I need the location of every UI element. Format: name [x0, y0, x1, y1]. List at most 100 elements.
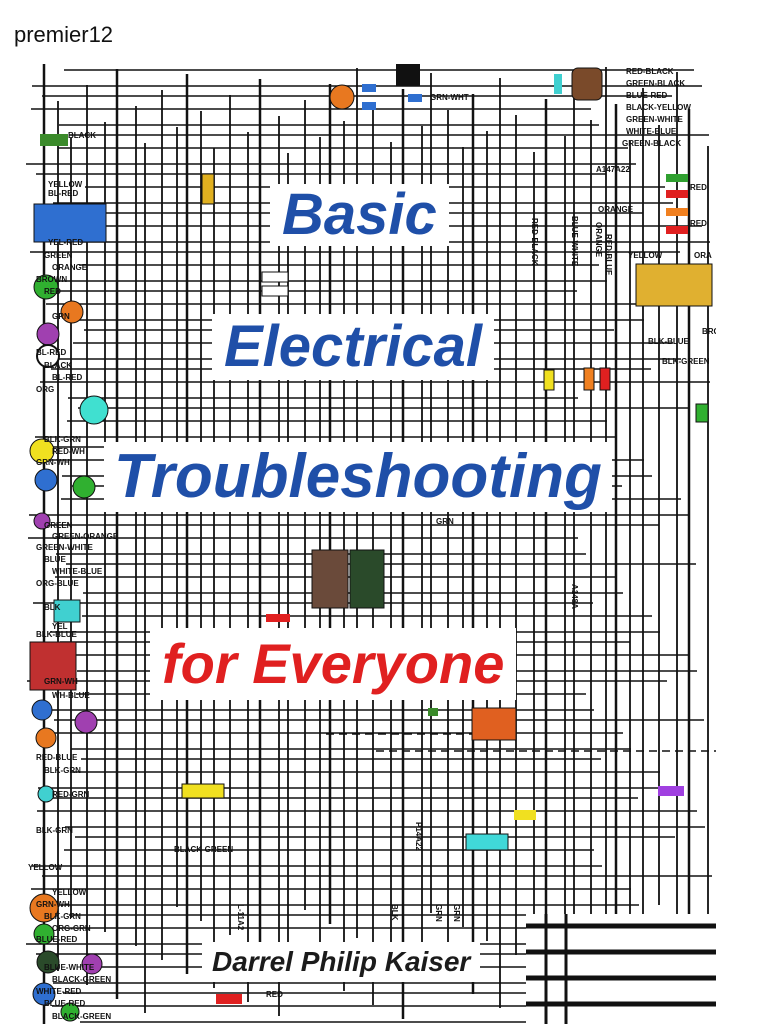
wire-label: BROWN: [36, 275, 67, 284]
connector: [33, 203, 107, 243]
wire-label: ORANGE: [594, 222, 603, 258]
connector: [33, 274, 59, 300]
connector: [36, 950, 60, 974]
wire-label: YELLOW: [52, 888, 87, 897]
wire-label: BL-RED: [52, 373, 82, 382]
connector: [635, 263, 713, 307]
wire-label: RED-WH: [52, 447, 85, 456]
wire-label: GREEN-BLACK: [622, 139, 681, 148]
wire-label: GREEN-BLACK: [626, 79, 685, 88]
title-line-basic: Basic: [270, 184, 449, 246]
connector: [396, 64, 420, 86]
connector: [261, 271, 289, 283]
wire-label: GRN: [452, 904, 461, 922]
wire-label: GRN: [434, 904, 443, 922]
connector: [571, 67, 603, 101]
wire-label: BLUE-RED: [626, 91, 668, 100]
title-line-for-everyone: for Everyone: [150, 628, 517, 700]
connector: [33, 923, 55, 945]
connector: [53, 599, 81, 623]
connector: [35, 727, 57, 749]
wire-label: GRN-WH: [44, 677, 78, 686]
wire-label: GRN-WH: [36, 458, 70, 467]
wire-label: BLK-GRN: [44, 912, 81, 921]
connector: [695, 403, 709, 423]
connector: [29, 893, 59, 923]
connector: [471, 707, 517, 741]
wire-label: L-11A2: [236, 904, 245, 931]
wire-label: BLK-GREEN: [662, 357, 710, 366]
wire-label: RED: [690, 219, 707, 228]
wire-label: BLK-GRN: [36, 826, 73, 835]
wire-label: YEL: [52, 622, 68, 631]
connector: [33, 512, 51, 530]
connector: [60, 1002, 80, 1022]
wire-label: BLACK-GREEN: [52, 975, 111, 984]
wire-label: BLACK-GREEN: [52, 1012, 111, 1021]
wire-label: BL-RED: [36, 348, 66, 357]
wire-label: BLACK: [44, 361, 72, 370]
connector: [37, 785, 55, 803]
wire-label: WHITE-RED: [36, 987, 82, 996]
wire-label: ORG-GRN: [52, 924, 91, 933]
wire-label: BLACK-YELLOW: [626, 103, 691, 112]
connector: [311, 549, 349, 609]
wire-label: GRN-WH: [36, 900, 70, 909]
wire-label: GREEN-WHITE: [626, 115, 684, 124]
wire-label: A147A22: [596, 165, 630, 174]
connector: [29, 641, 77, 691]
wire-label: GRN: [52, 312, 70, 321]
connector: [583, 367, 595, 391]
connector: [526, 914, 716, 1024]
wire-label: BLUE-RED: [44, 999, 86, 1008]
connector: [261, 285, 289, 297]
connector: [408, 94, 422, 102]
connector: [32, 982, 56, 1006]
wire-label: RED-BLUE: [604, 234, 613, 276]
wire-label: GREEN: [44, 521, 73, 530]
connector: [362, 102, 376, 110]
connector: [60, 300, 84, 324]
title-line-electrical: Electrical: [212, 314, 494, 380]
wire-label: BLACK-GREEN: [174, 845, 233, 854]
connector: [666, 174, 688, 182]
connector: [201, 173, 215, 205]
wire-label: BL-RED: [48, 189, 78, 198]
wire-label: WHITE-BLUE: [626, 127, 677, 136]
wire-label: BLUE-RED: [36, 935, 78, 944]
wire-label: BLUE: [44, 555, 66, 564]
connector: [349, 549, 385, 609]
connector: [554, 74, 562, 94]
wire-label: ORG-BLUE: [36, 579, 79, 588]
wire-label: BLK: [44, 603, 61, 612]
connector: [428, 708, 438, 716]
wire-label: A148A: [570, 584, 579, 609]
connector: [666, 208, 688, 216]
wire-label: ORA: [694, 251, 712, 260]
connector: [658, 786, 684, 796]
wire-label: RED-BLACK: [626, 67, 674, 76]
wire-label: YELLOW: [28, 863, 63, 872]
connector: [40, 134, 68, 146]
wire-label: BLACK: [68, 131, 96, 140]
connector: [72, 475, 96, 499]
connector: [599, 367, 611, 391]
wire-label: RED-BLUE: [36, 753, 78, 762]
connector: [181, 783, 225, 799]
connector: [329, 84, 355, 110]
connector: [543, 369, 555, 391]
wire-label: RED-GRN: [52, 790, 90, 799]
wire-label: BLK-BLUE: [648, 337, 690, 346]
wire-label: BLK: [390, 904, 399, 921]
wire-label: RED: [690, 183, 707, 192]
uploader-name: premier12: [14, 22, 114, 47]
wire-label: YELLOW: [48, 180, 83, 189]
wire-label: RED-BLACK: [530, 218, 539, 266]
wire-label: P14A22: [414, 822, 423, 851]
connector: [465, 833, 509, 851]
wire-label: BLK-GRN: [44, 435, 81, 444]
wire-label: YEL-RED: [48, 238, 83, 247]
connector: [36, 322, 60, 346]
connector: [79, 395, 109, 425]
